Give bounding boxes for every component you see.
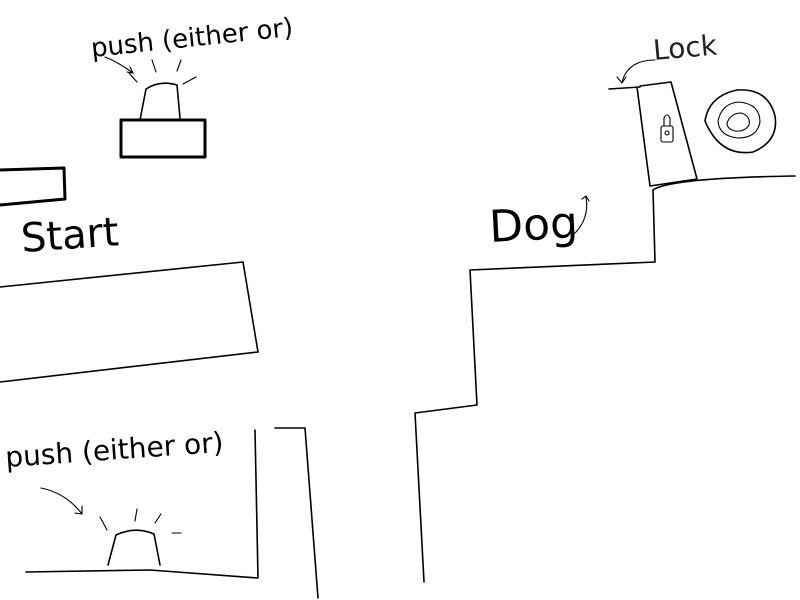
start-ledge [0,166,67,207]
spiral-portal-icon[interactable] [704,89,777,154]
lock-label: Lock [652,28,719,67]
push-button-icon [139,82,181,121]
padlock-icon [660,114,674,143]
push-button-top[interactable] [119,59,207,159]
button-glow-lines [99,508,182,534]
push-button-icon [107,529,161,566]
door-frame [608,81,698,187]
arrow-icon [616,59,656,84]
bottom-room [25,427,319,599]
dog-tail-icon [571,195,590,237]
push-top-label: push (either or) [90,13,295,64]
push-bottom-label: push (either or) [4,426,224,474]
button-glow-lines [128,59,197,85]
middle-platform [0,261,259,383]
start-label: Start [19,209,120,262]
dog-label: Dog [488,197,579,253]
locked-door[interactable] [608,81,698,187]
stair-terrain [414,175,796,583]
arrow-icon [40,487,83,515]
button-pedestal [119,118,207,159]
push-button-bottom[interactable] [99,508,182,566]
arrow-icon [104,56,134,74]
